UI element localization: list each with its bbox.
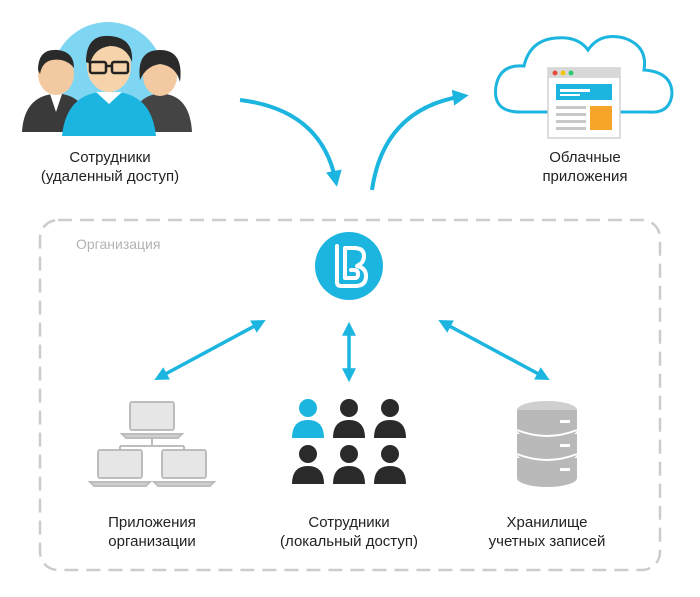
account-storage-line2: учетных записей: [488, 533, 606, 550]
local-employees-line2: (локальный доступ): [280, 533, 418, 550]
organization-boundary: [38, 218, 662, 572]
local-employees-line1: Сотрудники: [308, 514, 390, 531]
org-apps-line1: Приложения: [108, 514, 196, 531]
people-grid-icon: [292, 399, 406, 484]
remote-employees-line2: (удаленный доступ): [40, 168, 180, 185]
arrow-hub-to-cloud: [370, 89, 469, 191]
remote-employees-label: Сотрудники (удаленный доступ): [20, 148, 200, 186]
cloud-app-icon: [494, 35, 674, 139]
arrow-remote-to-hub: [239, 98, 342, 187]
org-apps-label: Приложения организации: [72, 513, 232, 551]
cloud-apps-line1: Облачные: [549, 149, 621, 166]
computers-network-icon: [87, 401, 217, 487]
arrow-hub-org-apps: [154, 320, 266, 380]
account-storage-label: Хранилище учетных записей: [462, 513, 632, 551]
people-group-icon: [22, 22, 192, 136]
remote-employees-line1: Сотрудники: [69, 149, 151, 166]
organization-label: Организация: [76, 236, 161, 252]
brand-logo-icon: [315, 232, 383, 300]
cloud-apps-label: Облачные приложения: [500, 148, 670, 186]
cloud-apps-line2: приложения: [542, 168, 628, 185]
account-storage-line1: Хранилище: [506, 514, 588, 531]
arrow-hub-account-storage: [438, 320, 550, 380]
database-icon: [516, 401, 578, 487]
org-apps-line2: организации: [108, 533, 196, 550]
local-employees-label: Сотрудники (локальный доступ): [259, 513, 439, 551]
